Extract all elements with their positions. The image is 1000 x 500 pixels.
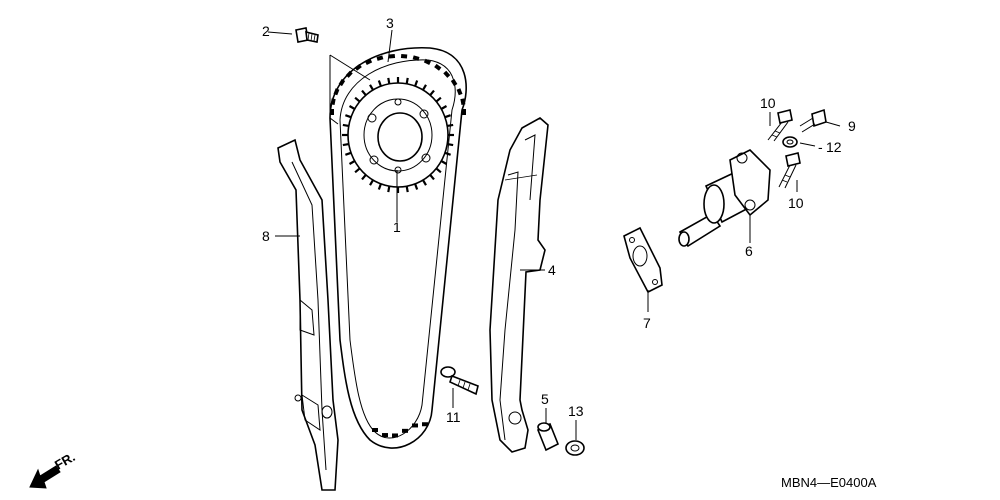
chain-link — [372, 428, 378, 432]
callout-2: 2 — [262, 23, 270, 39]
pivot-bolt — [440, 366, 479, 396]
callout-7: 7 — [643, 315, 651, 331]
chain-link — [330, 98, 336, 106]
chain-link — [388, 53, 396, 59]
chain-link — [412, 423, 418, 428]
sprocket-tooth — [361, 89, 367, 96]
sprocket-tooth — [377, 183, 382, 190]
callout-11: 11 — [446, 409, 461, 425]
chain-link — [333, 88, 340, 96]
callout-8: 8 — [262, 228, 270, 244]
callout-10-upper: 10 — [760, 95, 776, 111]
sprocket-tooth — [444, 151, 451, 156]
sprocket-tooth — [361, 174, 367, 181]
chain-link — [412, 55, 420, 61]
sprocket-tooth — [435, 167, 442, 174]
chain-link — [402, 428, 408, 433]
chain-link — [376, 55, 384, 61]
callout-13: 13 — [568, 403, 584, 419]
cam-chain-tensioner-lifter — [678, 149, 771, 248]
callout-6: 6 — [745, 243, 753, 259]
sprocket-tooth — [387, 186, 391, 193]
callout-12-dash: - — [818, 139, 823, 155]
sprocket-tooth — [440, 160, 448, 165]
sealing-bolt — [799, 108, 827, 133]
sprocket-tooth — [348, 105, 356, 110]
sprocket-tooth — [342, 123, 349, 128]
washer — [565, 440, 585, 456]
callout-3: 3 — [386, 15, 394, 31]
sprocket-tooth — [369, 179, 374, 186]
chain-link — [365, 58, 373, 65]
callout-5: 5 — [541, 391, 549, 407]
callout-9: 9 — [848, 118, 856, 134]
chain-link — [462, 109, 466, 115]
sprocket-tooth — [422, 179, 427, 186]
sprocket-tooth — [348, 160, 356, 165]
chain-link — [422, 422, 428, 427]
sprocket-tooth — [405, 186, 409, 193]
sprocket-tooth — [447, 123, 454, 128]
sprocket-tooth — [444, 114, 451, 119]
callout-10-lower: 10 — [788, 195, 804, 211]
leader-lines — [267, 29, 841, 440]
tensioner-bolt-lower — [778, 152, 801, 189]
callout-12: 12 — [826, 139, 842, 155]
collar — [536, 422, 560, 452]
chain-link — [392, 433, 398, 438]
chain-link — [330, 109, 334, 115]
chain-link — [338, 78, 346, 87]
cam-chain-guide — [489, 117, 549, 453]
sprocket-tooth — [369, 84, 374, 91]
callout-1: 1 — [393, 219, 401, 235]
sprocket-bolt — [295, 27, 319, 43]
sprocket-tooth — [435, 96, 442, 103]
cam-sprocket — [342, 77, 454, 193]
sprocket-tooth — [345, 114, 352, 119]
chain-link — [450, 78, 458, 87]
front-direction-indicator: FR. — [29, 449, 78, 489]
sprocket-tooth — [414, 183, 419, 190]
chain-link — [354, 63, 362, 71]
chain-link — [345, 70, 353, 78]
chain-link — [443, 70, 451, 78]
sprocket-tooth — [354, 167, 361, 174]
sprocket-tooth — [414, 80, 419, 87]
sprocket-tooth — [387, 77, 391, 84]
cam-chain-tensioner-arm — [277, 138, 339, 491]
chain-link — [382, 433, 388, 438]
front-arrow-icon — [29, 465, 61, 489]
tensioner-bolt-upper — [767, 109, 793, 142]
sprocket-tooth — [447, 142, 454, 147]
chain-link — [423, 58, 431, 65]
sprocket-tooth — [405, 77, 409, 84]
sprocket-tooth — [345, 151, 352, 156]
sprocket-tooth — [342, 142, 349, 147]
sprocket-tooth — [354, 96, 361, 103]
sprocket-tooth — [429, 89, 435, 96]
chain-link — [460, 98, 466, 106]
chain-link — [400, 53, 408, 59]
sprocket-tooth — [440, 105, 448, 110]
chain-link — [434, 63, 442, 71]
chain-link — [456, 88, 463, 96]
diagram-code: MBN4—E0400A — [781, 475, 877, 490]
callout-4: 4 — [548, 262, 556, 278]
sprocket-tooth — [422, 84, 427, 91]
sealing-washer — [782, 136, 798, 148]
sprocket-tooth — [377, 80, 382, 87]
tensioner-gasket — [623, 226, 663, 294]
sprocket-tooth — [429, 174, 435, 181]
